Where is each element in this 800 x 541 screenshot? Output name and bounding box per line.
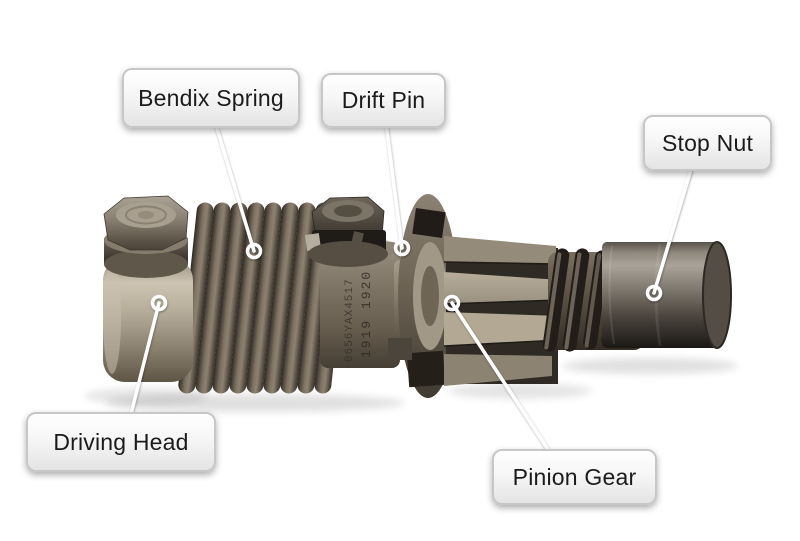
drift-pin-part (304, 196, 388, 267)
pinion-gear-part (443, 236, 561, 386)
callout-stop-nut: Stop Nut (643, 115, 772, 171)
driving-head-part (103, 195, 193, 382)
ring-marker-driving-head (150, 294, 168, 312)
spring-collar-part: 0656YAX4517 1919 1920 (304, 196, 400, 368)
callout-bendix-spring-label: Bendix Spring (138, 84, 284, 111)
callout-drift-pin: Drift Pin (321, 73, 446, 128)
bendix-spring-part (178, 202, 350, 394)
leader-line-bendix-spring (213, 120, 256, 253)
part-shadow (84, 358, 738, 412)
ring-marker-stop-nut (645, 284, 663, 302)
stamp-year: 1919 1920 (359, 270, 374, 358)
callout-stop-nut-label: Stop Nut (661, 129, 754, 156)
leader-lines (129, 120, 694, 453)
callout-pinion-gear-label: Pinion Gear (512, 463, 637, 490)
leader-line-pinion-gear (450, 301, 551, 453)
callout-driving-head-label: Driving Head (53, 428, 189, 455)
callout-driving-head: Driving Head (26, 412, 216, 472)
ring-marker-bendix-spring (245, 242, 263, 260)
ring-marker-drift-pin (393, 239, 411, 257)
callout-pinion-gear: Pinion Gear (492, 449, 657, 505)
callout-bendix-spring: Bendix Spring (122, 68, 300, 128)
stop-nut-part (602, 241, 732, 349)
flange-part (388, 194, 458, 398)
ring-marker-pinion-gear (443, 294, 461, 312)
leader-line-drift-pin (384, 121, 404, 250)
callout-drift-pin-label: Drift Pin (341, 87, 426, 113)
leader-line-stop-nut (652, 164, 694, 295)
leader-line-driving-head (129, 301, 161, 416)
driving-head-bolt (103, 195, 189, 278)
stamp-serial: 0656YAX4517 (344, 278, 356, 362)
